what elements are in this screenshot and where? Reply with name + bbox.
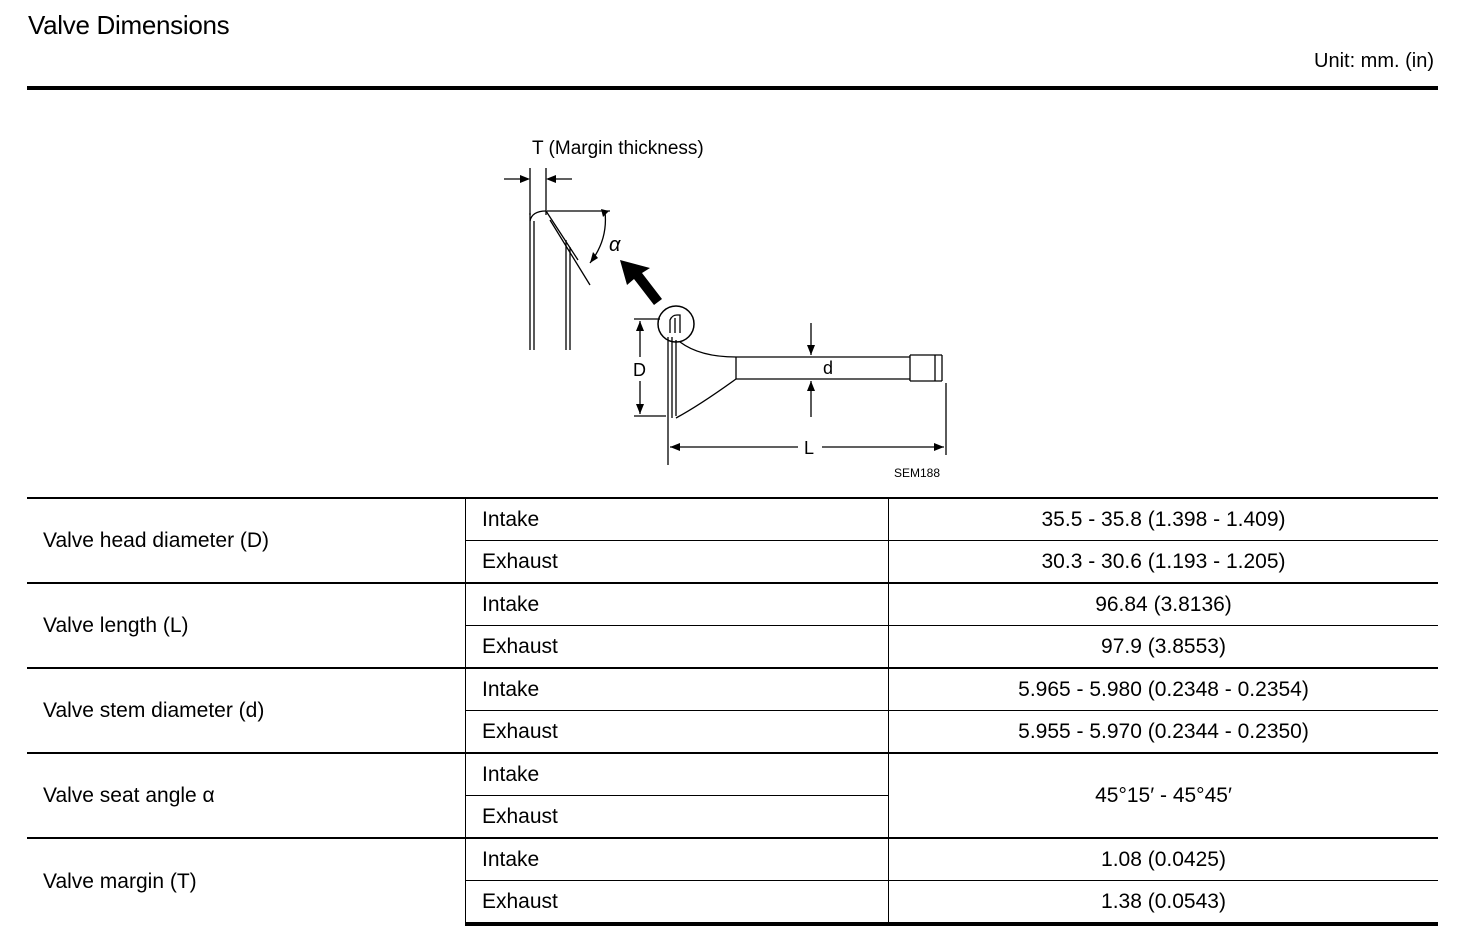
valve-dimensions-table: Valve head diameter (D) Intake 35.5 - 35… (27, 497, 1438, 926)
kind-cell: Exhaust (465, 880, 889, 926)
param-cell: Valve head diameter (D) (27, 497, 466, 583)
top-rule (27, 86, 1438, 90)
kind-cell: Exhaust (465, 710, 889, 753)
kind-cell: Intake (465, 497, 889, 541)
kind-cell: Exhaust (465, 625, 889, 668)
kind-cell: Intake (465, 582, 889, 626)
param-cell: Valve length (L) (27, 582, 466, 668)
kind-cell: Exhaust (465, 795, 889, 838)
margin-dimension (504, 168, 572, 215)
table-row: Exhaust 5.955 - 5.970 (0.2344 - 0.2350) (27, 710, 1438, 753)
table-row: Exhaust 97.9 (3.8553) (27, 625, 1438, 668)
table-row: Valve head diameter (D) Intake 35.5 - 35… (27, 497, 1438, 583)
table-row: Exhaust (27, 795, 1438, 838)
length-dimension (667, 383, 947, 465)
value-cell: 5.965 - 5.980 (0.2348 - 0.2354) (888, 667, 1438, 711)
table-row: Valve length (L) Intake 96.84 (3.8136) (27, 582, 1438, 668)
value-cell: 5.955 - 5.970 (0.2344 - 0.2350) (888, 710, 1438, 753)
value-cell: 45°15′ - 45°45′ (888, 752, 1438, 838)
length-label: L (804, 438, 814, 458)
pointer-arrow (620, 260, 662, 305)
value-cell: 97.9 (3.8553) (888, 625, 1438, 668)
valve-diagram: T (Margin thickness) α (490, 125, 960, 485)
table-row: Valve margin (T) Intake 1.08 (0.0425) (27, 837, 1438, 924)
valve-body (667, 337, 943, 419)
stem-diameter-label: d (823, 358, 833, 378)
figure-code: SEM188 (894, 466, 940, 480)
kind-cell: Exhaust (465, 540, 889, 583)
kind-cell: Intake (465, 667, 889, 711)
table-row: Exhaust 30.3 - 30.6 (1.193 - 1.205) (27, 540, 1438, 583)
table-row: Exhaust 1.38 (0.0543) (27, 880, 1438, 926)
table-row: Valve stem diameter (d) Intake 5.965 - 5… (27, 667, 1438, 753)
table-row: Valve seat angle α Intake 45°15′ - 45°45… (27, 752, 1438, 838)
head-diameter-label: D (633, 360, 646, 380)
value-cell: 35.5 - 35.8 (1.398 - 1.409) (888, 497, 1438, 541)
value-cell: 1.08 (0.0425) (888, 837, 1438, 881)
page-title: Valve Dimensions (28, 10, 230, 40)
detail-circle (657, 305, 695, 343)
param-cell: Valve stem diameter (d) (27, 667, 466, 753)
margin-thickness-label: T (Margin thickness) (532, 138, 704, 159)
param-cell: Valve margin (T) (27, 837, 466, 924)
margin-detail (529, 210, 610, 350)
value-cell: 96.84 (3.8136) (888, 582, 1438, 626)
kind-cell: Intake (465, 837, 889, 881)
value-cell: 1.38 (0.0543) (888, 880, 1438, 926)
value-cell: 30.3 - 30.6 (1.193 - 1.205) (888, 540, 1438, 583)
param-cell: Valve seat angle α (27, 752, 466, 838)
kind-cell: Intake (465, 752, 889, 796)
unit-note: Unit: mm. (in) (1314, 50, 1434, 72)
alpha-label: α (609, 234, 621, 256)
